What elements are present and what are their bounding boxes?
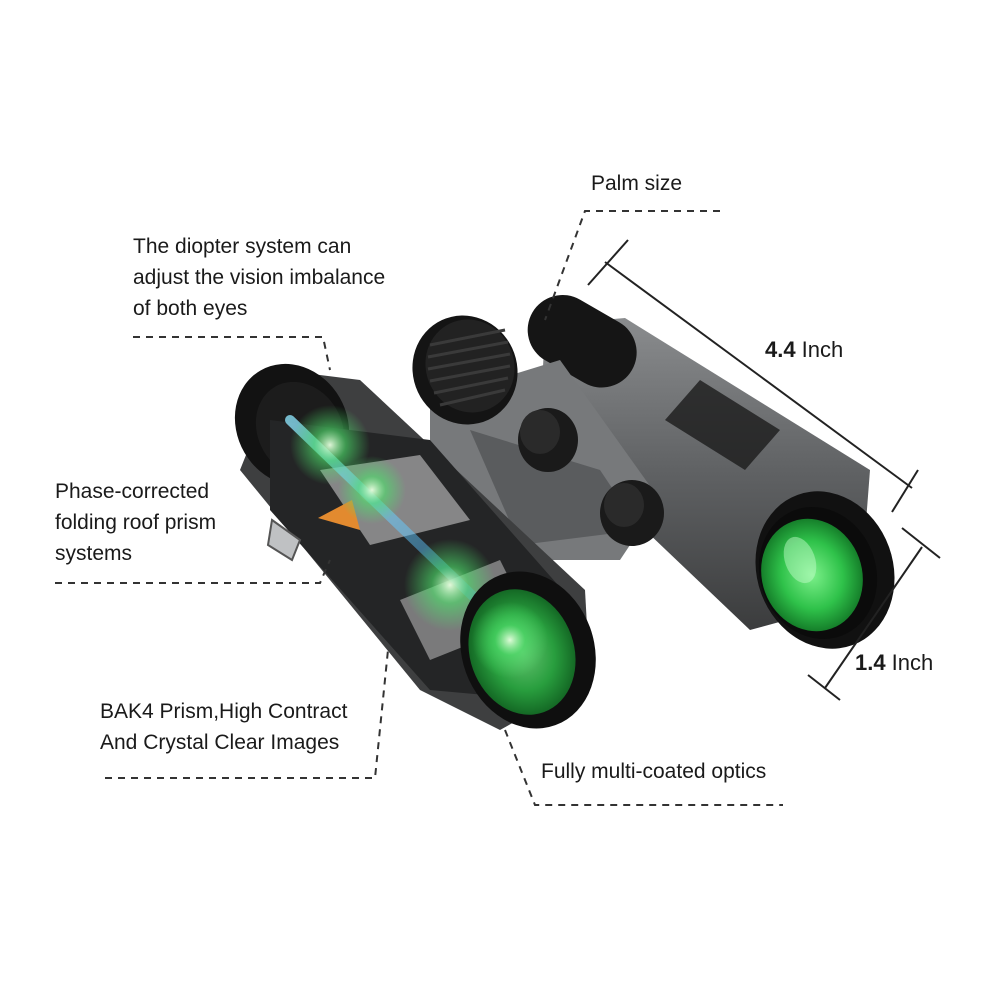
- length-dimension-line: [604, 261, 913, 489]
- coated-optics-leader: [504, 729, 783, 806]
- diopter-label: The diopter system can adjust the vision…: [133, 235, 386, 320]
- prism-leader: [55, 559, 331, 584]
- prism-system-label: Phase-corrected folding roof prism syste…: [55, 480, 217, 565]
- strap-lug: [266, 518, 302, 562]
- palm-size-leader: [544, 210, 720, 321]
- diopter-leader: [133, 336, 331, 371]
- bak4-label: BAK4 Prism,High Contract And Crystal Cle…: [100, 700, 348, 754]
- focus-wheel: [412, 315, 518, 425]
- palm-size-label: Palm size: [591, 172, 683, 195]
- coated-optics-label: Fully multi-coated optics: [541, 760, 767, 783]
- diameter-dimension-line: [824, 546, 923, 689]
- objective-lens: [761, 518, 863, 632]
- left-barrel-cutaway: [234, 363, 596, 730]
- dimension-lines: [587, 239, 941, 701]
- bak4-leader: [105, 649, 389, 779]
- leader-lines: [55, 210, 783, 806]
